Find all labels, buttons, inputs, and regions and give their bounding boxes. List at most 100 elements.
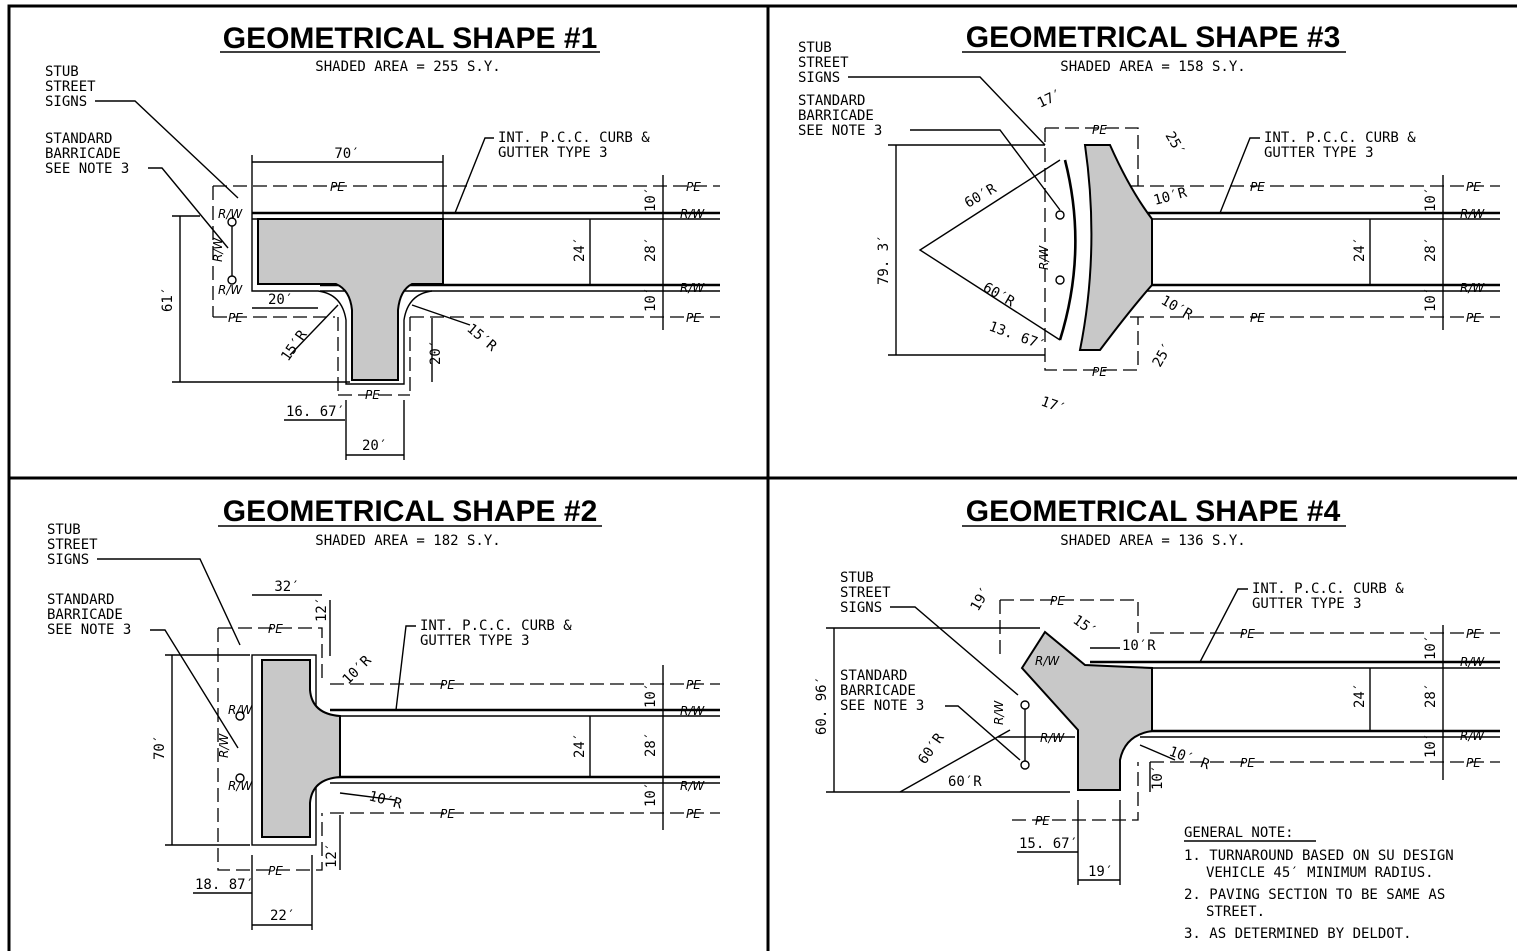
svg-text:10′: 10′ — [1423, 287, 1439, 312]
svg-text:25′: 25′ — [1150, 340, 1177, 370]
svg-text:17′: 17′ — [1039, 394, 1068, 418]
shape-3-stub-label: STUB STREET SIGNS — [798, 40, 1046, 146]
svg-text:INT. P.C.C. CURB &: INT. P.C.C. CURB & — [1252, 581, 1404, 597]
svg-text:SEE NOTE 3: SEE NOTE 3 — [798, 123, 882, 139]
shape-4-panel: GEOMETRICAL SHAPE #4 SHADED AREA = 136 S… — [814, 495, 1500, 942]
svg-text:3. AS DETERMINED BY DELDOT.: 3. AS DETERMINED BY DELDOT. — [1184, 926, 1412, 942]
svg-text:PE: PE — [686, 180, 701, 194]
svg-text:R/W: R/W — [217, 733, 231, 758]
shape-4-shaded-area — [1020, 630, 1153, 791]
shape-1-area: SHADED AREA = 255 S.Y. — [315, 59, 500, 75]
svg-text:SEE NOTE 3: SEE NOTE 3 — [47, 622, 131, 638]
svg-text:GUTTER TYPE 3: GUTTER TYPE 3 — [1264, 145, 1374, 161]
svg-text:INT. P.C.C. CURB &: INT. P.C.C. CURB & — [1264, 130, 1416, 146]
svg-text:STANDARD: STANDARD — [45, 131, 112, 147]
svg-text:13. 67′: 13. 67′ — [987, 319, 1048, 354]
svg-text:PE: PE — [1250, 180, 1265, 194]
svg-text:PE: PE — [1466, 756, 1481, 770]
svg-text:60′R: 60′R — [948, 774, 982, 790]
svg-text:R/W: R/W — [1040, 731, 1065, 745]
svg-text:VEHICLE 45′ MINIMUM RADIUS.: VEHICLE 45′ MINIMUM RADIUS. — [1206, 865, 1434, 881]
svg-text:STREET: STREET — [47, 537, 98, 553]
svg-text:28′: 28′ — [643, 237, 659, 262]
svg-text:17′: 17′ — [1035, 86, 1065, 111]
svg-text:R/W: R/W — [1460, 207, 1485, 221]
svg-text:GUTTER TYPE 3: GUTTER TYPE 3 — [498, 145, 608, 161]
svg-text:79. 3′: 79. 3′ — [876, 234, 892, 285]
svg-text:R/W: R/W — [228, 703, 253, 717]
svg-text:R/W: R/W — [992, 700, 1006, 725]
svg-text:PE: PE — [1035, 814, 1050, 828]
svg-text:BARRICADE: BARRICADE — [47, 607, 123, 623]
svg-text:24′: 24′ — [572, 733, 588, 758]
shape-3-area: SHADED AREA = 158 S.Y. — [1060, 59, 1245, 75]
svg-text:PE: PE — [365, 388, 380, 402]
svg-text:PE: PE — [1240, 756, 1255, 770]
svg-text:16. 67′: 16. 67′ — [286, 404, 345, 420]
svg-text:19′: 19′ — [1088, 864, 1113, 880]
svg-text:SIGNS: SIGNS — [798, 70, 840, 86]
svg-text:20′: 20′ — [268, 292, 293, 308]
svg-text:GUTTER TYPE 3: GUTTER TYPE 3 — [1252, 596, 1362, 612]
svg-text:PE: PE — [1240, 627, 1255, 641]
svg-text:28′: 28′ — [1423, 683, 1439, 708]
svg-text:28′: 28′ — [1423, 237, 1439, 262]
svg-text:10′: 10′ — [1423, 187, 1439, 212]
svg-text:PE: PE — [1092, 365, 1107, 379]
svg-text:10′: 10′ — [1150, 765, 1166, 790]
shape-3-panel: GEOMETRICAL SHAPE #3 SHADED AREA = 158 S… — [798, 21, 1500, 417]
shape-2-panel: GEOMETRICAL SHAPE #2 SHADED AREA = 182 S… — [47, 495, 720, 930]
svg-text:R/W: R/W — [218, 207, 243, 221]
svg-text:R/W: R/W — [680, 207, 705, 221]
svg-text:PE: PE — [330, 180, 345, 194]
svg-text:25′: 25′ — [1162, 129, 1189, 159]
svg-text:BARRICADE: BARRICADE — [798, 108, 874, 124]
shape-2-stub-label: STUB STREET SIGNS — [47, 522, 241, 646]
svg-text:PE: PE — [686, 678, 701, 692]
svg-text:10′ R: 10′ R — [1167, 744, 1213, 774]
svg-text:20′: 20′ — [428, 340, 444, 365]
sheet-frame — [7, 4, 1517, 951]
shape-2-curb-label: INT. P.C.C. CURB & GUTTER TYPE 3 — [395, 618, 572, 711]
svg-text:STREET.: STREET. — [1206, 904, 1265, 920]
svg-text:STUB: STUB — [798, 40, 832, 56]
shape-2-title: GEOMETRICAL SHAPE #2 — [223, 495, 598, 528]
svg-text:28′: 28′ — [643, 732, 659, 757]
svg-text:PE: PE — [686, 807, 701, 821]
svg-text:15. 67′: 15. 67′ — [1019, 836, 1078, 852]
svg-text:R/W: R/W — [1460, 281, 1485, 295]
shape-1-shaded-area — [257, 218, 444, 381]
svg-text:R/W: R/W — [680, 281, 705, 295]
svg-text:PE: PE — [1050, 594, 1065, 608]
svg-text:GUTTER TYPE 3: GUTTER TYPE 3 — [420, 633, 530, 649]
svg-text:STUB: STUB — [840, 570, 874, 586]
shape-4-barricade-label: STANDARD BARRICADE SEE NOTE 3 — [840, 668, 1021, 761]
svg-text:PE: PE — [440, 678, 455, 692]
svg-text:PE: PE — [268, 622, 283, 636]
svg-text:R/W: R/W — [680, 779, 705, 793]
svg-text:70′: 70′ — [334, 146, 359, 162]
svg-text:STUB: STUB — [47, 522, 81, 538]
svg-text:70′: 70′ — [152, 735, 168, 760]
svg-text:15′: 15′ — [1070, 612, 1100, 640]
svg-text:R/W: R/W — [211, 237, 225, 262]
shape-1-barricade-label: STANDARD BARRICADE SEE NOTE 3 — [45, 131, 229, 249]
svg-text:PE: PE — [686, 311, 701, 325]
svg-text:STREET: STREET — [45, 79, 96, 95]
svg-text:19′: 19′ — [968, 584, 995, 614]
svg-text:BARRICADE: BARRICADE — [45, 146, 121, 162]
svg-text:60′R: 60′R — [980, 280, 1018, 311]
svg-text:10′R: 10′R — [1158, 293, 1196, 324]
svg-text:SIGNS: SIGNS — [47, 552, 89, 568]
svg-text:10′: 10′ — [643, 683, 659, 708]
svg-text:R/W: R/W — [228, 779, 253, 793]
svg-text:PE: PE — [1092, 123, 1107, 137]
shape-3-shaded-area — [1078, 144, 1153, 351]
shape-2-area: SHADED AREA = 182 S.Y. — [315, 533, 500, 549]
svg-text:10′: 10′ — [1423, 733, 1439, 758]
svg-text:60′R: 60′R — [962, 180, 1000, 211]
shape-1-curb-label: INT. P.C.C. CURB & GUTTER TYPE 3 — [454, 130, 650, 214]
svg-text:R/W: R/W — [1037, 245, 1051, 270]
svg-text:10′R: 10′R — [340, 652, 376, 688]
